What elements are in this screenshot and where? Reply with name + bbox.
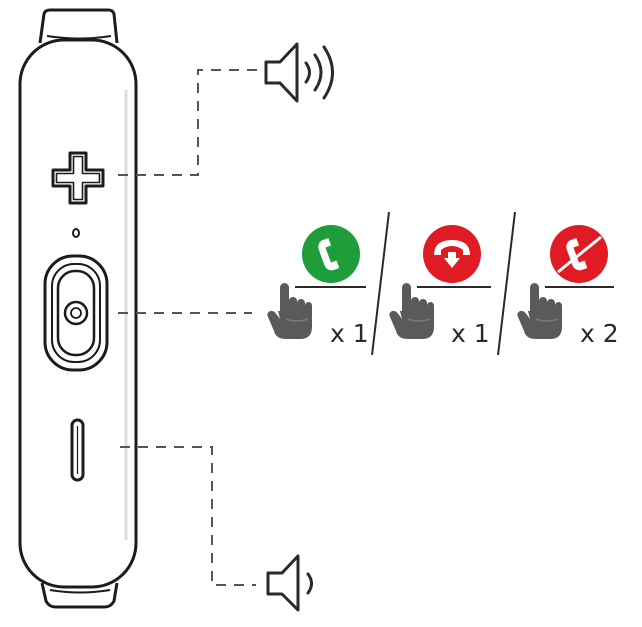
tap-count-label: x 1 bbox=[330, 319, 369, 348]
minus-button[interactable] bbox=[70, 418, 85, 482]
tap-count-label: x 2 bbox=[580, 319, 619, 348]
separator-line bbox=[497, 211, 516, 356]
tap-hand-icon bbox=[266, 282, 313, 340]
tap-hand-icon bbox=[388, 282, 435, 340]
plus-button[interactable] bbox=[51, 151, 105, 205]
volume-up-leader-line bbox=[118, 69, 258, 176]
phone-hangup-icon bbox=[423, 225, 481, 283]
tap-count-label: x 1 bbox=[451, 319, 490, 348]
volume-down-icon bbox=[266, 554, 313, 612]
multifunction-button[interactable] bbox=[43, 254, 109, 372]
volume-up-icon bbox=[264, 42, 334, 103]
separator-line bbox=[371, 211, 390, 356]
phone-answer-icon bbox=[302, 225, 360, 283]
phone-reject-icon bbox=[550, 225, 608, 283]
tap-hand-icon bbox=[516, 282, 563, 340]
microphone-hole bbox=[72, 228, 80, 238]
volume-down-leader-line bbox=[120, 446, 256, 586]
